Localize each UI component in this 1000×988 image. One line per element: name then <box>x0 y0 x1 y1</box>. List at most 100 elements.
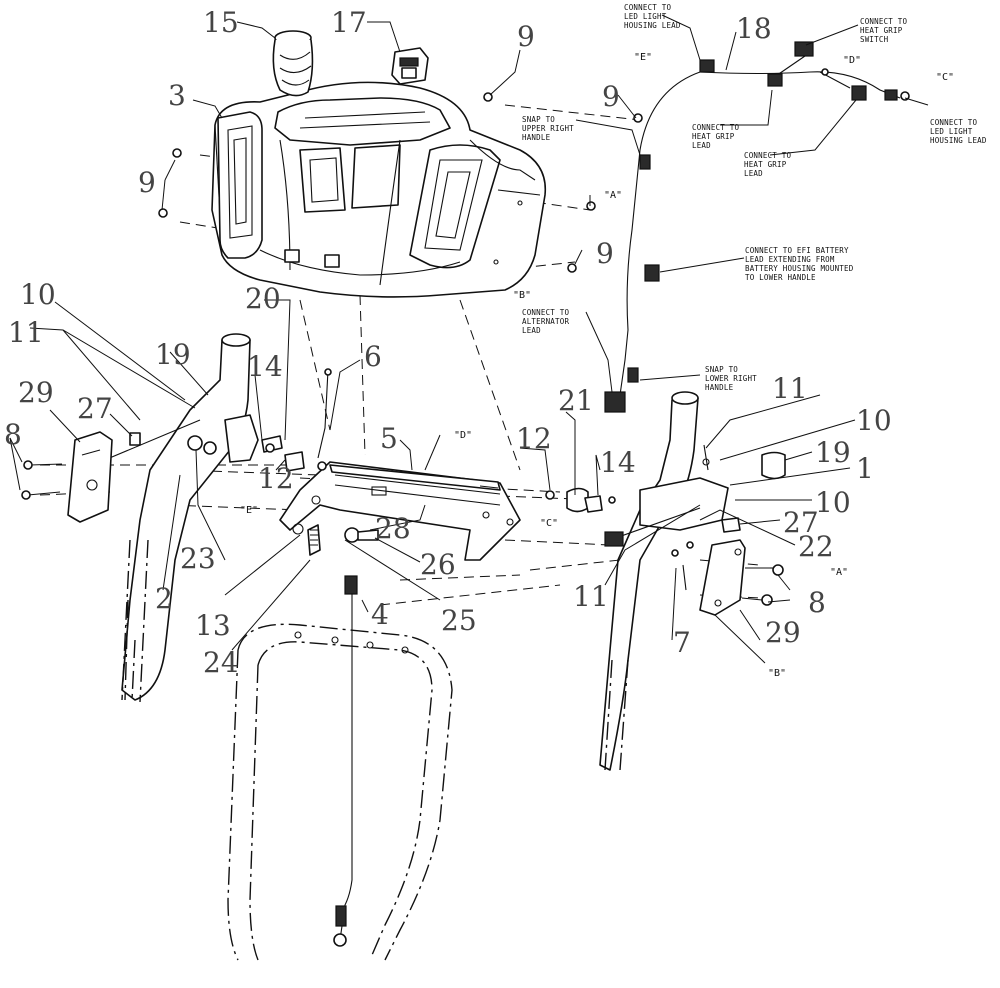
svg-text:HOUSING LEAD: HOUSING LEAD <box>930 136 987 145</box>
letter-references: "E" "D" "C" "A" "B" "D" "E" "C" "A" "B" <box>240 52 954 679</box>
svg-text:HEAT GRIP: HEAT GRIP <box>744 160 787 169</box>
ref-a: "A" <box>604 190 622 201</box>
screws-9 <box>158 92 643 273</box>
ref-b: "B" <box>513 290 531 301</box>
callout-13: 13 <box>195 609 231 642</box>
callout-8: 8 <box>808 586 826 619</box>
callout-11: 11 <box>573 580 609 613</box>
callout-28: 28 <box>375 512 411 545</box>
knob-part-15 <box>272 30 314 97</box>
callout-21: 21 <box>558 384 594 417</box>
callout-9: 9 <box>602 80 620 113</box>
svg-text:LEAD: LEAD <box>522 326 541 335</box>
callout-24: 24 <box>203 646 239 679</box>
callout-2: 2 <box>155 582 173 615</box>
svg-text:HANDLE: HANDLE <box>705 383 734 392</box>
ref-a: "A" <box>830 567 848 578</box>
note-heat-grip-lead-1: CONNECT TO HEAT GRIP LEAD <box>692 123 739 150</box>
callout-6: 6 <box>364 340 382 373</box>
right-bracket-29 <box>682 539 784 616</box>
right-upper-handle <box>599 391 786 771</box>
note-heat-grip-lead-2: CONNECT TO HEAT GRIP LEAD <box>744 151 791 178</box>
left-bracket-29 <box>21 431 113 523</box>
svg-text:CONNECT TO: CONNECT TO <box>860 17 907 26</box>
note-lower-handle: SNAP TO LOWER RIGHT HANDLE <box>705 365 757 392</box>
callout-8: 8 <box>4 418 22 451</box>
note-led-housing-right: CONNECT TO LED LIGHT HOUSING LEAD <box>930 118 987 145</box>
callout-19: 19 <box>815 436 851 469</box>
svg-text:LOWER RIGHT: LOWER RIGHT <box>705 374 757 383</box>
callout-20: 20 <box>245 282 281 315</box>
ref-c: "C" <box>540 518 558 529</box>
callout-29: 29 <box>765 616 801 649</box>
callout-14: 14 <box>600 446 636 479</box>
callout-27: 27 <box>77 392 113 425</box>
svg-text:LEAD EXTENDING FROM: LEAD EXTENDING FROM <box>745 255 835 264</box>
callout-17: 17 <box>331 6 367 39</box>
switch-part-17 <box>391 47 429 85</box>
callout-9: 9 <box>596 237 614 270</box>
note-heat-grip-switch: CONNECT TO HEAT GRIP SWITCH <box>860 17 907 44</box>
leader-lines <box>9 14 929 664</box>
ref-d: "D" <box>843 55 861 66</box>
left-upper-handle <box>99 333 259 701</box>
callout-10: 10 <box>856 404 892 437</box>
svg-text:CONNECT TO EFI BATTERY: CONNECT TO EFI BATTERY <box>745 246 849 255</box>
svg-text:CONNECT TO: CONNECT TO <box>692 123 739 132</box>
svg-text:CONNECT TO: CONNECT TO <box>930 118 977 127</box>
callout-23: 23 <box>180 542 216 575</box>
callout-4: 4 <box>371 598 389 631</box>
center-bracket <box>279 368 521 561</box>
note-alternator: CONNECT TO ALTERNATOR LEAD <box>522 308 569 335</box>
svg-text:SWITCH: SWITCH <box>860 35 889 44</box>
svg-text:BATTERY HOUSING MOUNTED: BATTERY HOUSING MOUNTED <box>745 264 854 273</box>
callout-10: 10 <box>815 486 851 519</box>
lower-handle-frame <box>227 623 453 961</box>
callout-29: 29 <box>18 376 54 409</box>
left-lower-handle <box>121 539 149 703</box>
svg-text:HEAT GRIP: HEAT GRIP <box>692 132 735 141</box>
callout-9: 9 <box>138 166 156 199</box>
note-led-housing-top: CONNECT TO LED LIGHT HOUSING LEAD <box>624 3 681 30</box>
callout-27: 27 <box>783 506 819 539</box>
callout-14: 14 <box>247 350 283 383</box>
svg-text:SNAP TO: SNAP TO <box>522 115 555 124</box>
svg-text:HOUSING LEAD: HOUSING LEAD <box>624 21 681 30</box>
callout-1: 1 <box>856 452 874 485</box>
svg-text:SNAP TO: SNAP TO <box>705 365 738 374</box>
ref-e: "E" <box>634 52 652 63</box>
svg-text:ALTERNATOR: ALTERNATOR <box>522 317 569 326</box>
callout-3: 3 <box>168 79 186 112</box>
callout-22: 22 <box>798 530 834 563</box>
ref-b: "B" <box>768 668 786 679</box>
svg-text:TO LOWER HANDLE: TO LOWER HANDLE <box>745 273 816 282</box>
svg-text:UPPER RIGHT: UPPER RIGHT <box>522 124 574 133</box>
control-rod-4 <box>333 575 358 947</box>
note-upper-handle: SNAP TO UPPER RIGHT HANDLE <box>522 115 574 142</box>
callout-19: 19 <box>155 338 191 371</box>
callout-12: 12 <box>258 462 294 495</box>
svg-text:HANDLE: HANDLE <box>522 133 551 142</box>
callout-10: 10 <box>20 278 56 311</box>
svg-text:HEAT GRIP: HEAT GRIP <box>860 26 903 35</box>
svg-text:LEAD: LEAD <box>692 141 711 150</box>
svg-text:CONNECT TO: CONNECT TO <box>522 308 569 317</box>
ref-d: "D" <box>454 430 472 441</box>
callout-12: 12 <box>516 422 552 455</box>
svg-text:CONNECT TO: CONNECT TO <box>744 151 791 160</box>
ref-c: "C" <box>936 72 954 83</box>
svg-text:LED LIGHT: LED LIGHT <box>930 127 973 136</box>
callout-11: 11 <box>772 372 808 405</box>
center-small-parts <box>261 435 616 513</box>
callout-numbers: 15 17 9 3 9 9 9 18 10 11 20 19 14 6 29 2… <box>4 6 892 679</box>
console-housing <box>211 81 547 298</box>
note-efi-battery: CONNECT TO EFI BATTERY LEAD EXTENDING FR… <box>745 246 854 282</box>
callout-5: 5 <box>380 422 398 455</box>
wire-harness <box>604 41 910 413</box>
callout-15: 15 <box>203 6 239 39</box>
svg-text:LED LIGHT: LED LIGHT <box>624 12 667 21</box>
ref-e: "E" <box>240 505 258 516</box>
callout-11: 11 <box>8 316 44 349</box>
